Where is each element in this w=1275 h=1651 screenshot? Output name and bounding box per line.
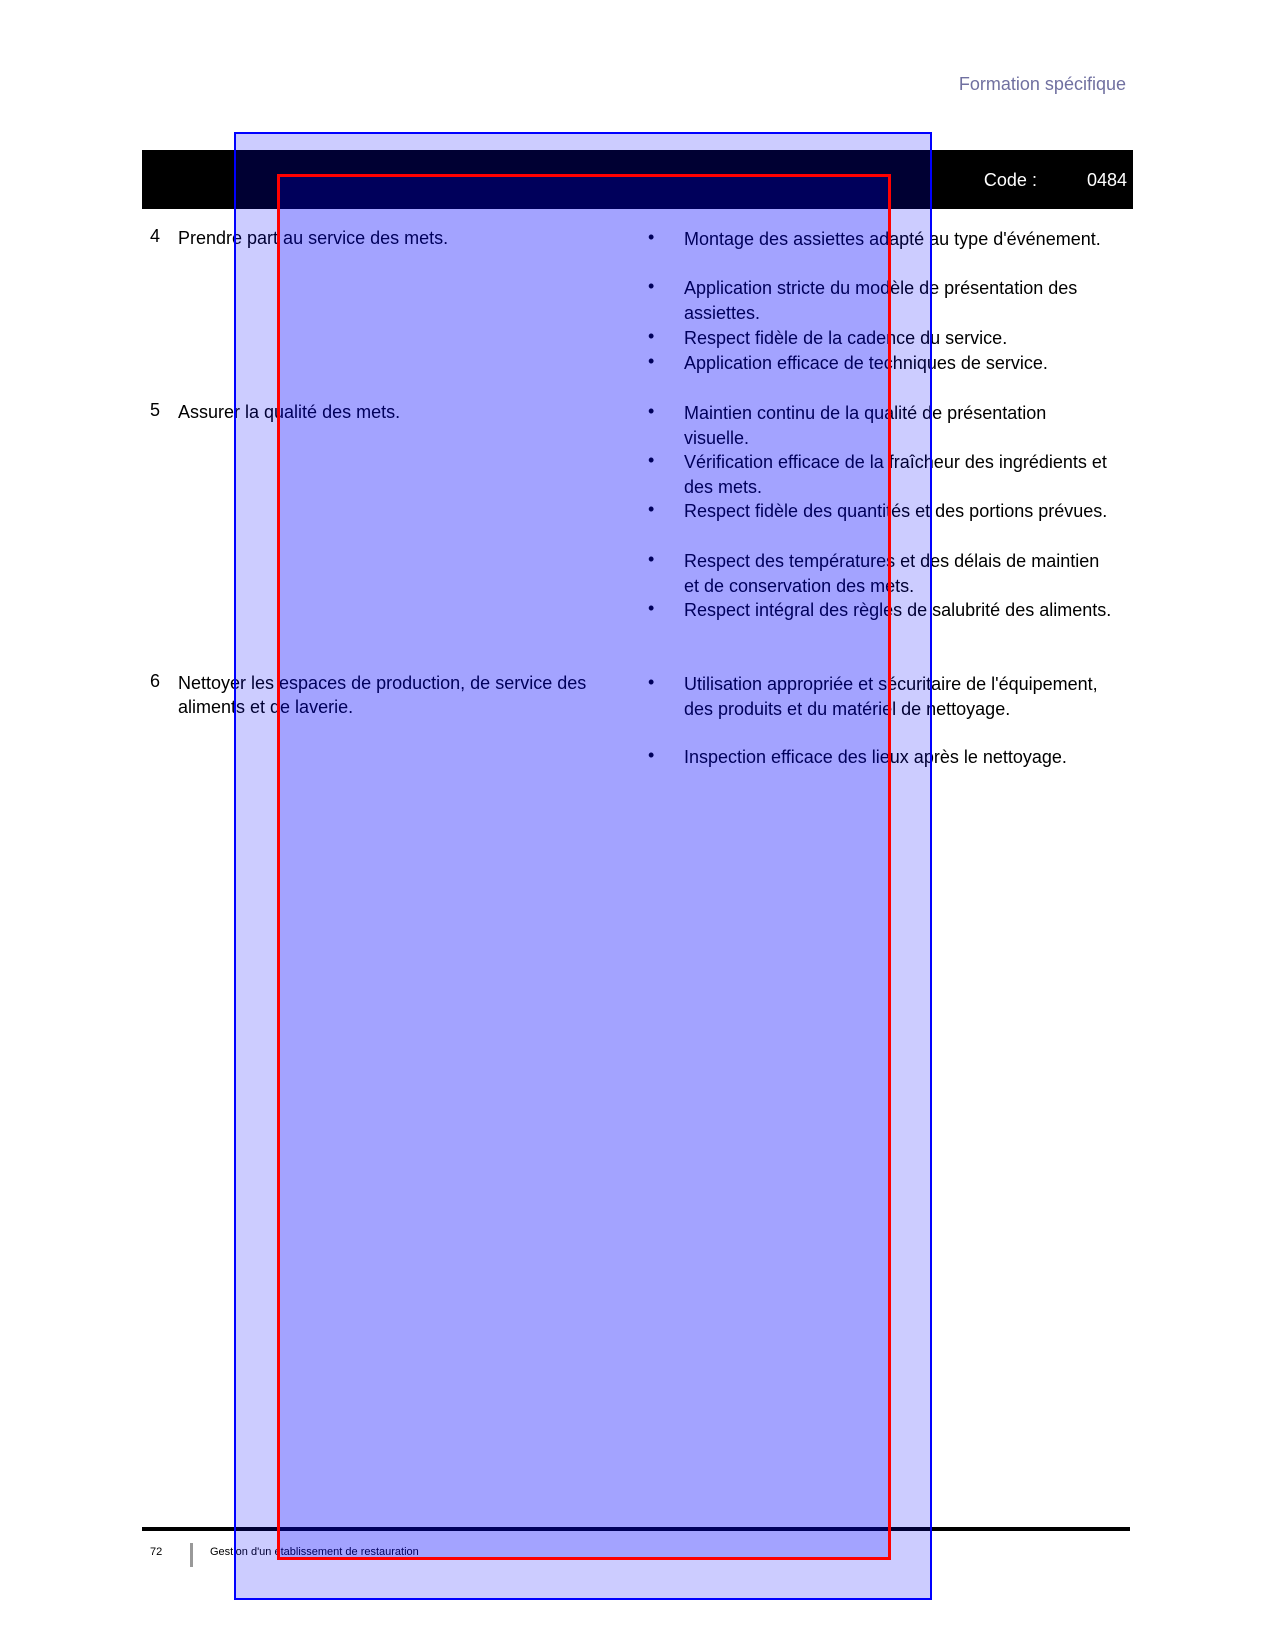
code-value: 0484 — [1086, 170, 1127, 190]
bullet-icon: • — [648, 401, 655, 421]
criterion: Respect fidèle de la cadence du service. — [684, 328, 1008, 348]
code-label: Code : — [983, 170, 1037, 190]
criterion: Application stricte du modèle de présent… — [684, 278, 1078, 323]
bullet-icon: • — [648, 499, 655, 519]
criterion: Application efficace de techniques de se… — [684, 353, 1048, 373]
criterion: Inspection efficace des lieux après le n… — [684, 747, 1067, 767]
element-title: Assurer la qualité des mets. — [178, 402, 401, 422]
bullet-icon: • — [648, 351, 655, 371]
footer-rule — [142, 1527, 1130, 1531]
section-header: Formation spécifique — [958, 74, 1126, 94]
criterion: Respect fidèle des quantités et des port… — [684, 501, 1108, 521]
element-title: Nettoyer les espaces de production, de s… — [178, 673, 587, 717]
criterion: Montage des assiettes adapté au type d'é… — [684, 229, 1101, 249]
element-number: 6 — [150, 671, 161, 691]
page-number: 72 — [150, 1546, 163, 1558]
element-number: 4 — [150, 226, 161, 246]
header-band — [142, 150, 1133, 209]
criterion: Vérification efficace de la fraîcheur de… — [684, 452, 1107, 497]
bullet-icon: • — [648, 227, 655, 247]
criterion: Respect intégral des règles de salubrité… — [684, 600, 1112, 620]
criterion: Respect des températures et des délais d… — [684, 551, 1100, 596]
bullet-icon: • — [648, 598, 655, 618]
bullet-icon: • — [648, 745, 655, 765]
bullet-icon: • — [648, 450, 655, 470]
bullet-icon: • — [648, 326, 655, 346]
bullet-icon: • — [648, 276, 655, 296]
program-code: Code : 0484 — [984, 170, 1127, 191]
criterion: Maintien continu de la qualité de présen… — [684, 403, 1047, 448]
bullet-icon: • — [648, 549, 655, 569]
element-number: 5 — [150, 400, 161, 420]
bullet-icon: • — [648, 672, 655, 692]
footer-separator — [190, 1543, 193, 1567]
overlay-region-outer — [234, 132, 932, 1600]
element-title: Prendre part au service des mets. — [178, 228, 449, 248]
footer-title: Gestion d'un établissement de restaurati… — [210, 1546, 419, 1558]
overlay-region-inner — [277, 174, 891, 1560]
